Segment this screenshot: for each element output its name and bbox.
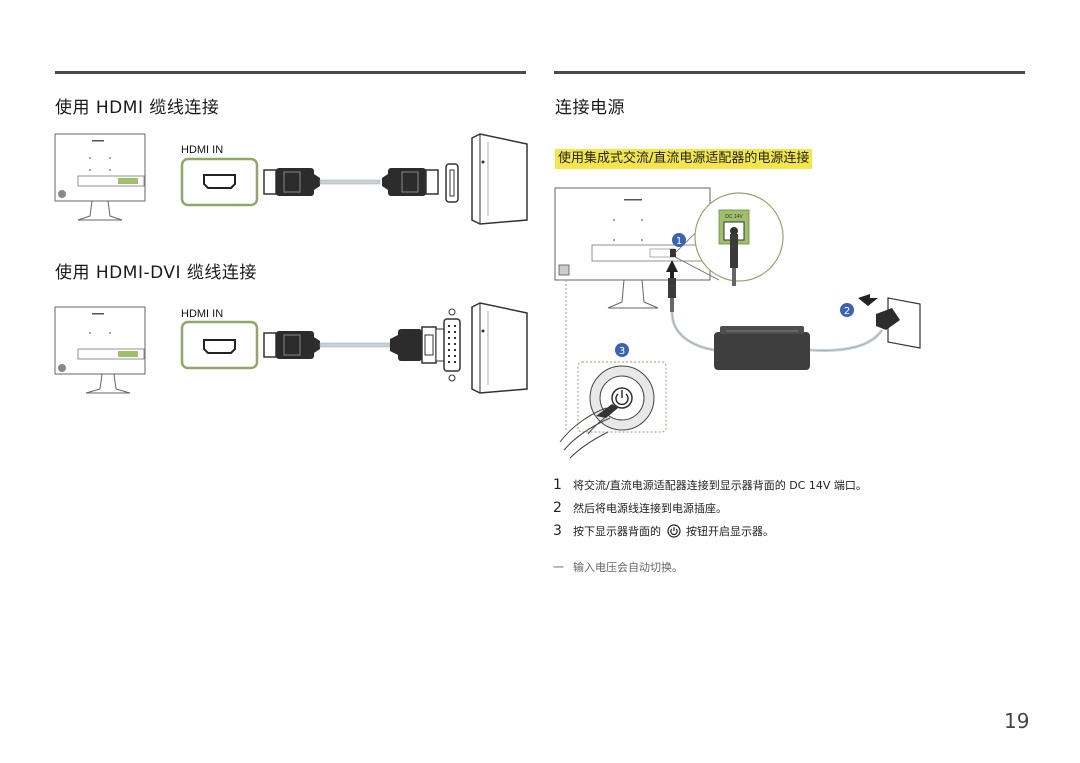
note: 一输入电压会自动切换。 <box>553 559 683 575</box>
hdmi-cable-icon <box>263 168 439 196</box>
pc-tower-icon <box>471 302 528 394</box>
hdmi-port-icon <box>180 320 259 370</box>
heading-hdmi-dvi: 使用 HDMI-DVI 缆线连接 <box>55 263 257 283</box>
step-text: 将交流/直流电源适配器连接到显示器背面的 DC 14V 端口。 <box>573 479 867 492</box>
heading-power: 连接电源 <box>555 98 625 118</box>
hdmi-in-label: HDMI IN <box>181 144 224 156</box>
power-button-icon <box>589 365 655 431</box>
hdmi-connection-figure <box>54 133 528 225</box>
instruction-steps: 1 将交流/直流电源适配器连接到显示器背面的 DC 14V 端口。 2 然后将电… <box>553 477 1053 547</box>
svg-text:3: 3 <box>619 346 625 357</box>
dc-port-label: DC 14V <box>725 214 743 220</box>
right-rule <box>554 71 1025 74</box>
step-text-after: 按钮开启显示器。 <box>686 525 774 538</box>
callout-1: 1 <box>672 233 686 247</box>
pc-tower-icon <box>445 133 528 225</box>
step-number: 2 <box>553 500 562 516</box>
step-number: 3 <box>553 523 562 539</box>
hdmi-in-label: HDMI IN <box>181 308 224 320</box>
hdmi-cable-icon <box>263 331 391 359</box>
monitor-icon <box>54 133 146 221</box>
page-number: 19 <box>1004 709 1030 733</box>
step-item: 1 将交流/直流电源适配器连接到显示器背面的 DC 14V 端口。 <box>553 477 1053 501</box>
step-text: 按下显示器背面的 按钮开启显示器。 <box>573 524 774 540</box>
power-connection-figure: DC 14V 1 2 3 <box>554 187 921 459</box>
power-icon <box>666 524 681 538</box>
hdmi-dvi-connection-figure <box>54 302 528 394</box>
hand-icon <box>559 404 618 459</box>
step-item: 2 然后将电源线连接到电源插座。 <box>553 500 1053 524</box>
note-dash: 一 <box>553 561 564 574</box>
note-text: 输入电压会自动切换。 <box>573 561 683 574</box>
monitor-icon <box>554 187 713 309</box>
left-rule <box>55 71 526 74</box>
monitor-icon <box>54 306 146 394</box>
step-text: 然后将电源线连接到电源插座。 <box>573 502 727 515</box>
callout-2: 2 <box>840 303 854 317</box>
svg-text:2: 2 <box>844 306 850 317</box>
wall-outlet-icon <box>858 294 921 349</box>
svg-text:1: 1 <box>676 236 682 247</box>
step-number: 1 <box>553 477 562 493</box>
dc-port-inset: DC 14V <box>694 192 784 286</box>
subheading-power-adapter: 使用集成式交流/直流电源适配器的电源连接 <box>555 149 813 169</box>
dvi-connector-icon <box>390 326 445 364</box>
power-adapter-icon <box>714 326 810 370</box>
callout-3: 3 <box>615 343 629 357</box>
step-text-before: 按下显示器背面的 <box>573 525 661 538</box>
dvi-port-icon <box>443 308 461 382</box>
hdmi-port-icon <box>180 157 259 207</box>
step-item: 3 按下显示器背面的 按钮开启显示器。 <box>553 523 1053 547</box>
heading-hdmi: 使用 HDMI 缆线连接 <box>55 98 220 118</box>
